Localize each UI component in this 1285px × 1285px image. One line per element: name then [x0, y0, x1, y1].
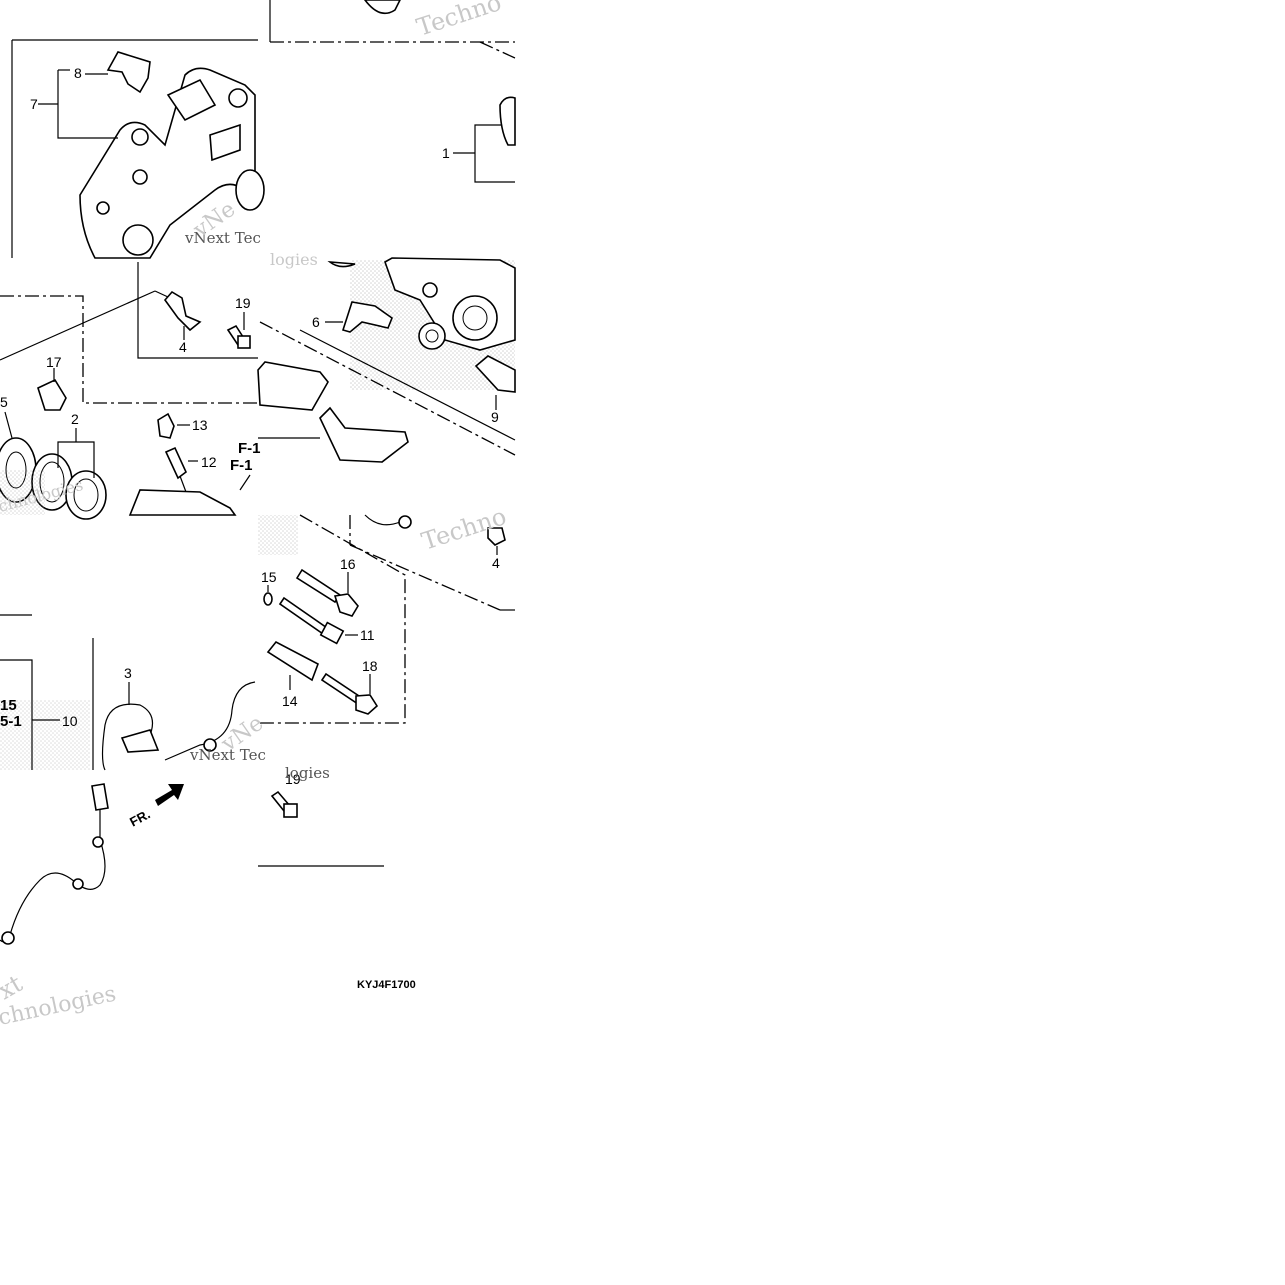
callout-5: 5 — [0, 394, 8, 410]
callout-9: 9 — [491, 409, 499, 425]
tile-right-fragment — [349, 514, 515, 611]
callout-19b: 19 — [285, 771, 301, 787]
pin-sleeve — [266, 640, 319, 682]
callout-18: 18 — [362, 658, 378, 674]
front-direction-arrow — [155, 784, 184, 806]
caliper-pin-bolt — [295, 568, 342, 604]
front-direction-label: FR. — [127, 806, 153, 829]
callout-labels: 1 7 8 19 4 6 17 5 2 13 12 9 4 15 16 11 1… — [0, 65, 500, 787]
tile-sensor-hose — [92, 638, 256, 771]
callout-16: 16 — [340, 556, 356, 572]
callout-12: 12 — [201, 454, 217, 470]
watermark-text: vNext Tec — [189, 746, 266, 764]
pin-boot — [37, 378, 67, 411]
caliper-bracket — [79, 67, 256, 259]
tile-reference — [0, 614, 90, 770]
sensor-connector — [91, 783, 109, 811]
bleeder-cap — [157, 412, 175, 439]
callout-14: 14 — [282, 693, 298, 709]
tile-slide-pins — [258, 514, 406, 724]
watermark-text: Techno — [413, 0, 505, 42]
tile-lower-bolt — [258, 790, 384, 867]
pad-spring-clip — [106, 51, 151, 94]
callout-3: 3 — [124, 665, 132, 681]
watermark-text: vNext Tec — [184, 229, 261, 247]
callout-6: 6 — [312, 314, 320, 330]
callout-13: 13 — [192, 417, 208, 433]
ref-label-5-1: 5-1 — [0, 713, 22, 730]
watermark-text: logies — [285, 764, 330, 782]
callout-4b: 4 — [492, 555, 500, 571]
callout-7: 7 — [30, 96, 38, 112]
watermark-text: logies — [270, 250, 318, 269]
diagram-code: KYJ4F1700 — [357, 979, 416, 991]
bleeder-valve — [164, 446, 187, 480]
callout-11: 11 — [360, 627, 375, 643]
pad-retainer — [163, 290, 202, 332]
ref-label-15: 15 — [0, 697, 17, 714]
tile-caliper-top — [269, 0, 516, 183]
tile-piston-seals — [0, 262, 409, 520]
callout-4: 4 — [179, 339, 187, 355]
washer — [263, 592, 273, 606]
ref-label-f1b: F-1 — [230, 457, 253, 474]
reference-labels: F-1 F-1 15 5-1 FR. KYJ4F1700 — [0, 440, 416, 991]
callout-17: 17 — [46, 354, 62, 370]
boot-sleeve — [474, 355, 516, 393]
watermark-text: Techno — [418, 502, 510, 556]
callout-10: 10 — [62, 713, 78, 729]
callout-2: 2 — [71, 411, 79, 427]
brake-pad — [257, 361, 329, 411]
tile-caliper-bracket — [11, 39, 265, 259]
callout-15: 15 — [261, 569, 277, 585]
tile-caliper-assembly — [259, 257, 516, 456]
hose-joint — [120, 729, 160, 753]
ref-label-f1a: F-1 — [238, 440, 261, 457]
callout-19: 19 — [235, 295, 251, 311]
callout-1: 1 — [442, 145, 450, 161]
tile-speed-sensor — [0, 783, 184, 945]
pad-clip — [341, 301, 393, 333]
callout-8: 8 — [74, 65, 82, 81]
